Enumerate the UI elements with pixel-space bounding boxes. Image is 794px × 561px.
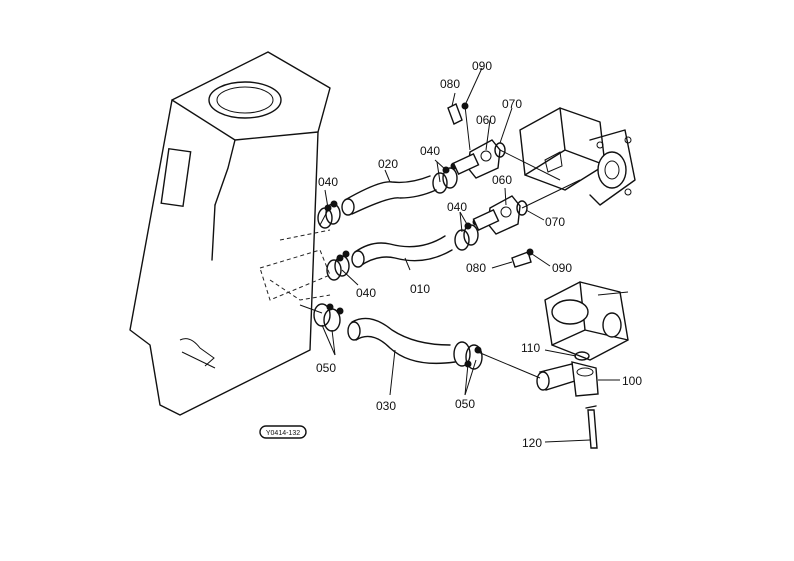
label-080-upper: 080 [440, 77, 460, 91]
label-090-upper: 090 [472, 59, 492, 73]
label-110: 110 [521, 341, 540, 355]
label-040-left: 040 [318, 175, 338, 189]
transmission-housing [129, 51, 331, 416]
clamp-040-left [317, 200, 341, 229]
bolt-080-lower [511, 251, 532, 268]
label-070-upper: 070 [502, 97, 522, 111]
o-ring-070-lower [516, 200, 528, 216]
clamp-050-left [313, 303, 344, 332]
label-100: 100 [622, 374, 642, 388]
part-labels: 010 020 030 040 040 040 040 050 050 060 … [316, 59, 642, 450]
flange-060-lower [472, 195, 521, 235]
label-120: 120 [522, 436, 542, 450]
washer-090-lower [526, 248, 534, 256]
label-080-lower: 080 [466, 261, 486, 275]
label-050-left: 050 [316, 361, 336, 375]
bolt-080-upper [447, 103, 463, 125]
figure-code-badge: Y0414-132 [259, 425, 307, 439]
figure-code: Y0414-132 [266, 430, 300, 437]
label-050-right: 050 [455, 397, 475, 411]
label-040-lower-left: 040 [356, 286, 376, 300]
clamp-050-right [453, 341, 483, 370]
label-040-middle: 040 [447, 200, 467, 214]
hose-010 [351, 235, 453, 268]
label-090-lower: 090 [552, 261, 572, 275]
clamp-040-upper-right [432, 162, 458, 194]
hose-020 [341, 175, 437, 216]
clamp-040-middle-left [326, 250, 350, 281]
hydraulic-pump-lower [544, 281, 629, 361]
label-040-upper: 040 [420, 144, 440, 158]
label-060-upper: 060 [476, 113, 496, 127]
label-070-lower: 070 [545, 215, 565, 229]
elbow-100 [536, 361, 599, 397]
flange-060-upper [452, 139, 501, 179]
bolt-120 [585, 405, 598, 449]
hose-030 [347, 317, 456, 365]
label-060-lower: 060 [492, 173, 512, 187]
label-010: 010 [410, 282, 430, 296]
o-ring-110 [574, 351, 590, 361]
hydraulic-pump-upper [519, 107, 636, 206]
label-020: 020 [378, 157, 398, 171]
leader-lines [299, 67, 620, 443]
washer-090-upper [461, 102, 471, 151]
label-030: 030 [376, 399, 396, 413]
